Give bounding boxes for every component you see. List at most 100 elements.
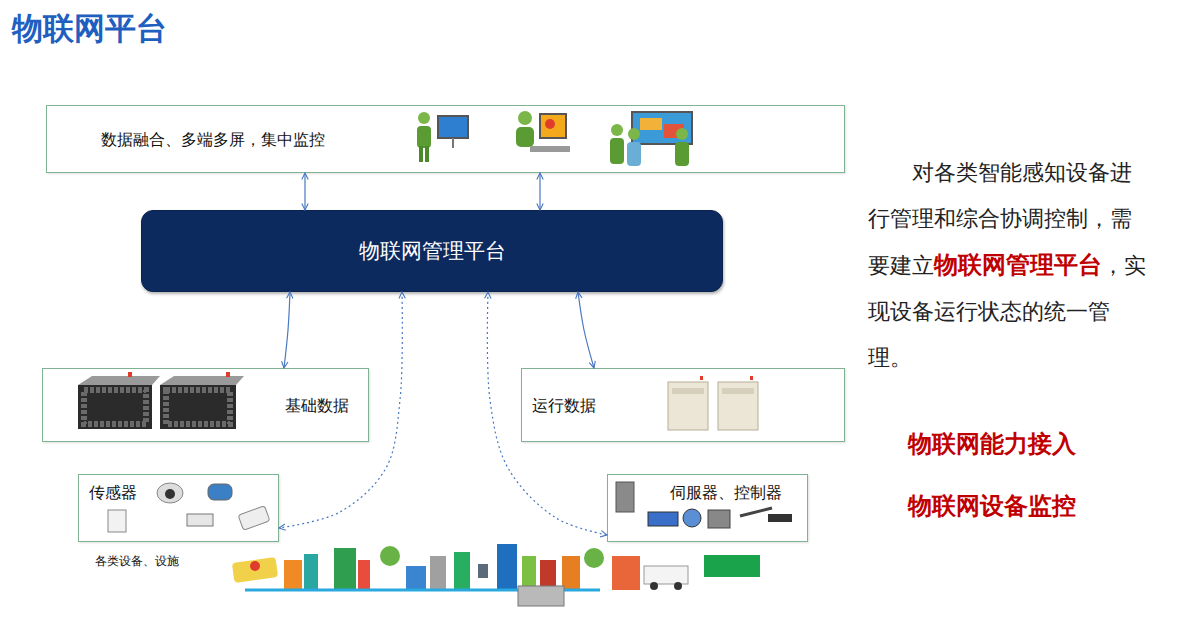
controller-icons bbox=[616, 482, 792, 528]
barrier-arm bbox=[740, 508, 772, 516]
server-top bbox=[78, 376, 160, 385]
building bbox=[612, 556, 640, 590]
server-led bbox=[700, 376, 703, 380]
person-body bbox=[610, 138, 624, 164]
person-head bbox=[611, 124, 623, 136]
building bbox=[562, 556, 580, 590]
building bbox=[454, 552, 470, 590]
node-label: 数据融合、多端多屏，集中监控 bbox=[101, 130, 325, 150]
city-illustration bbox=[232, 544, 760, 606]
building bbox=[358, 560, 370, 590]
server-body bbox=[668, 382, 708, 430]
tree bbox=[584, 548, 604, 568]
person-body bbox=[627, 142, 641, 166]
rack-server bbox=[78, 372, 160, 429]
connector-arrow bbox=[578, 292, 594, 368]
truck bbox=[644, 566, 688, 584]
bullet-camera bbox=[187, 514, 213, 526]
building bbox=[304, 554, 318, 590]
monitor-map bbox=[545, 119, 555, 129]
server-body bbox=[718, 382, 758, 430]
building bbox=[430, 556, 446, 590]
building bbox=[406, 566, 426, 590]
tower-server bbox=[718, 376, 758, 430]
server-led bbox=[750, 376, 753, 380]
server-bay bbox=[722, 388, 754, 394]
map-pin bbox=[250, 561, 260, 571]
person-body bbox=[516, 127, 534, 147]
monitor bbox=[438, 116, 468, 138]
building bbox=[497, 544, 517, 590]
person-head bbox=[676, 128, 688, 140]
person-at-desk bbox=[516, 111, 570, 152]
node-label: 运行数据 bbox=[532, 396, 596, 416]
trash-bin bbox=[478, 564, 488, 578]
server-bays bbox=[166, 390, 230, 424]
server-front bbox=[78, 385, 152, 429]
person-body bbox=[417, 126, 431, 148]
actuator bbox=[708, 510, 730, 528]
rack-server bbox=[160, 372, 244, 429]
probe bbox=[768, 514, 792, 522]
monitor-stand bbox=[452, 138, 454, 148]
module-box: 基础数据 bbox=[42, 368, 369, 442]
connector-arrow bbox=[279, 292, 402, 528]
server-led bbox=[128, 372, 132, 377]
server-bay bbox=[672, 388, 704, 394]
map-icon bbox=[232, 557, 278, 583]
person-head bbox=[518, 111, 532, 125]
dome-camera bbox=[157, 483, 183, 503]
feature-label: 物联网设备监控 bbox=[908, 490, 1076, 522]
node-label: 伺服器、控制器 bbox=[670, 483, 782, 503]
node-label: 基础数据 bbox=[285, 396, 349, 416]
module-box: 传感器 bbox=[78, 474, 279, 542]
tower-server bbox=[668, 376, 708, 430]
wheel bbox=[650, 582, 658, 590]
building bbox=[334, 548, 356, 590]
building bbox=[284, 560, 302, 590]
meter bbox=[238, 506, 270, 531]
building bbox=[522, 556, 536, 590]
desk bbox=[530, 146, 570, 152]
feature-label: 物联网能力接入 bbox=[908, 428, 1076, 460]
person-leg bbox=[425, 146, 429, 162]
server-led bbox=[226, 372, 230, 377]
wheel bbox=[674, 582, 682, 590]
person-head bbox=[628, 128, 640, 140]
water-meter bbox=[208, 484, 232, 500]
relay bbox=[648, 512, 678, 526]
server-top bbox=[160, 376, 244, 385]
connector-arrow bbox=[539, 173, 540, 210]
servo bbox=[616, 482, 634, 512]
exit-sign bbox=[704, 555, 760, 577]
power-meter bbox=[108, 510, 126, 532]
monitor bbox=[540, 114, 566, 138]
camera-lens bbox=[165, 489, 175, 499]
node-label: 传感器 bbox=[89, 483, 137, 503]
connector-arrow bbox=[487, 292, 607, 535]
person-with-screen bbox=[417, 112, 468, 162]
person-head bbox=[418, 112, 430, 124]
person-leg bbox=[419, 146, 423, 162]
map-board bbox=[632, 112, 692, 144]
server-bays bbox=[84, 390, 146, 424]
station bbox=[518, 586, 564, 606]
module-box: 运行数据 bbox=[521, 368, 845, 442]
group-at-board bbox=[610, 112, 692, 166]
tree bbox=[380, 546, 400, 566]
map-area bbox=[640, 118, 662, 130]
node-label: 物联网管理平台 bbox=[359, 241, 506, 261]
description-paragraph: 对各类智能感知设备进行管理和综合协调控制，需要建立物联网管理平台，实现设备运行状… bbox=[868, 150, 1152, 381]
highlight-text: 物联网管理平台 bbox=[934, 251, 1102, 279]
module-box: 伺服器、控制器 bbox=[607, 474, 808, 542]
server-front bbox=[160, 385, 236, 429]
connector-arrow bbox=[284, 292, 290, 368]
module-box: 数据融合、多端多屏，集中监控 bbox=[46, 105, 845, 173]
platform-box: 物联网管理平台 bbox=[141, 210, 723, 292]
valve bbox=[683, 509, 701, 527]
connector-arrow bbox=[304, 173, 305, 210]
caption-label: 各类设备、设施 bbox=[95, 553, 179, 570]
diagram-title: 物联网平台 bbox=[12, 8, 167, 50]
person-body bbox=[675, 142, 689, 166]
